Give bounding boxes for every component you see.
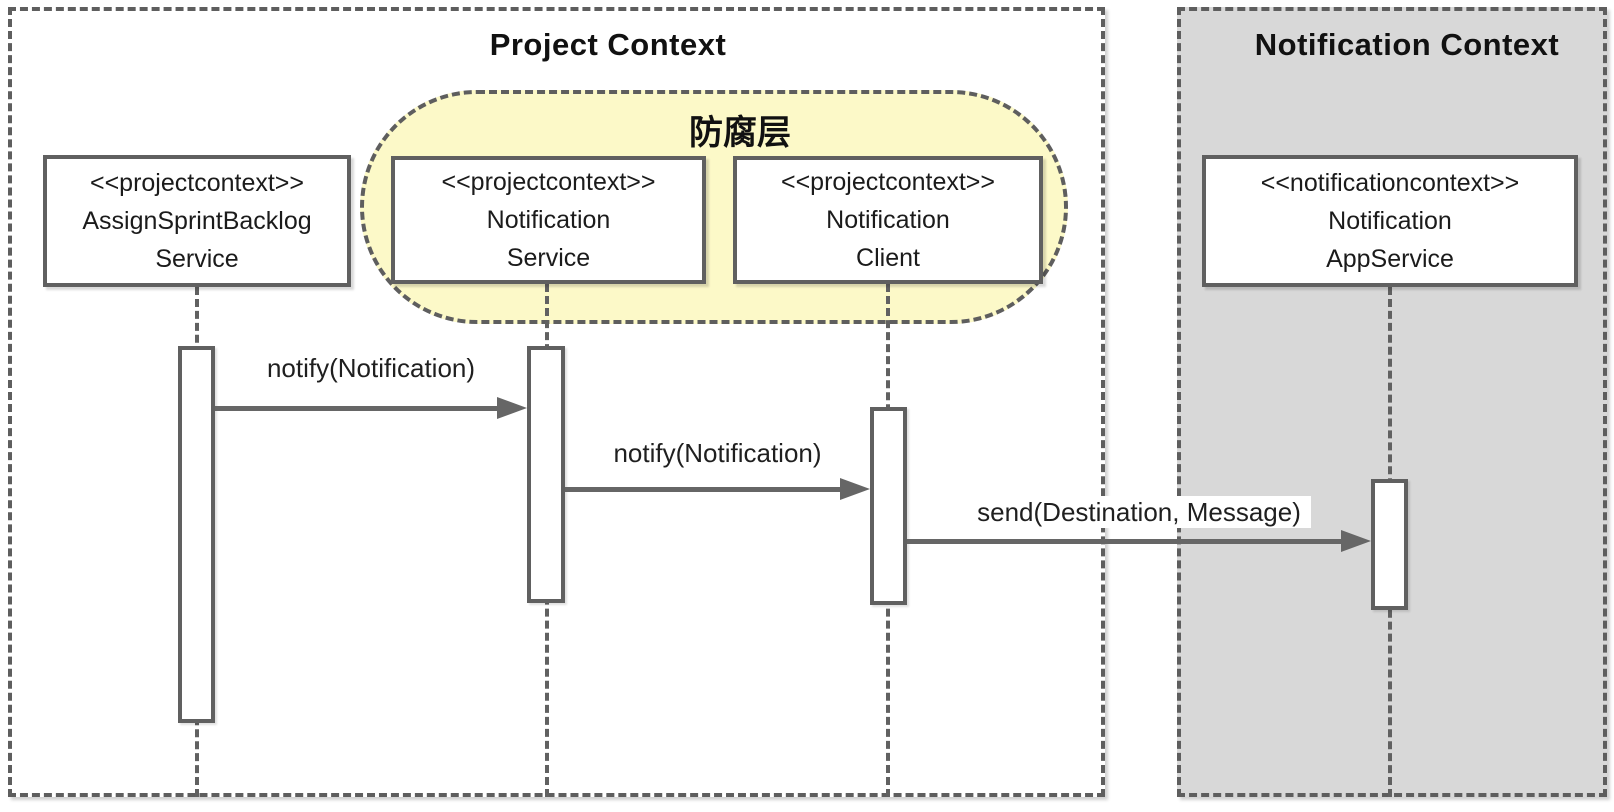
activation-bar-notificationappservice xyxy=(1371,479,1408,610)
participant-box-notificationservice: <<projectcontext>> Notification Service xyxy=(391,156,706,284)
participant-box-assignsprintbacklogservice: <<projectcontext>> AssignSprintBacklog S… xyxy=(43,155,351,287)
participant-name-line: Service xyxy=(155,245,239,273)
message-label-notify-2: notify(Notification) xyxy=(613,438,822,468)
participant-name-line: Service xyxy=(506,244,591,272)
participant-stereotype: <<projectcontext>> xyxy=(89,169,305,197)
notification-context-boundary xyxy=(1177,7,1607,797)
participant-stereotype: <<projectcontext>> xyxy=(780,168,996,196)
participant-box-notificationclient: <<projectcontext>> Notification Client xyxy=(733,156,1043,284)
project-context-title: Project Context xyxy=(489,27,727,62)
participant-stereotype: <<projectcontext>> xyxy=(441,168,656,196)
activation-bar-notificationservice xyxy=(527,346,565,603)
participant-name-line: Notification xyxy=(486,206,611,234)
participant-name-line: AssignSprintBacklog xyxy=(82,207,312,235)
message-label-send-text: send(Destination, Message) xyxy=(967,496,1311,528)
participant-box-notificationappservice: <<notificationcontext>> Notification App… xyxy=(1202,155,1578,287)
anticorruption-layer-title: 防腐层 xyxy=(689,114,791,152)
arrowhead-icon xyxy=(497,397,527,419)
message-label-notify-1: notify(Notification) xyxy=(266,353,476,383)
participant-stereotype: <<notificationcontext>> xyxy=(1260,169,1520,197)
message-line-notify-1 xyxy=(215,406,499,411)
message-label-send: send(Destination, Message) xyxy=(907,496,1371,528)
arrowhead-icon xyxy=(1341,530,1371,552)
message-line-send xyxy=(907,539,1343,544)
participant-name-line: Notification xyxy=(1328,207,1452,235)
participant-name-line: Client xyxy=(856,244,920,272)
participant-name-line: Notification xyxy=(826,206,950,234)
activation-bar-notificationclient xyxy=(870,407,907,605)
notification-context-title: Notification Context xyxy=(1254,27,1560,62)
arrowhead-icon xyxy=(840,478,870,500)
participant-name-line: AppService xyxy=(1326,245,1454,273)
activation-bar-assignsprintbacklogservice xyxy=(178,346,215,723)
message-line-notify-2 xyxy=(565,487,842,492)
